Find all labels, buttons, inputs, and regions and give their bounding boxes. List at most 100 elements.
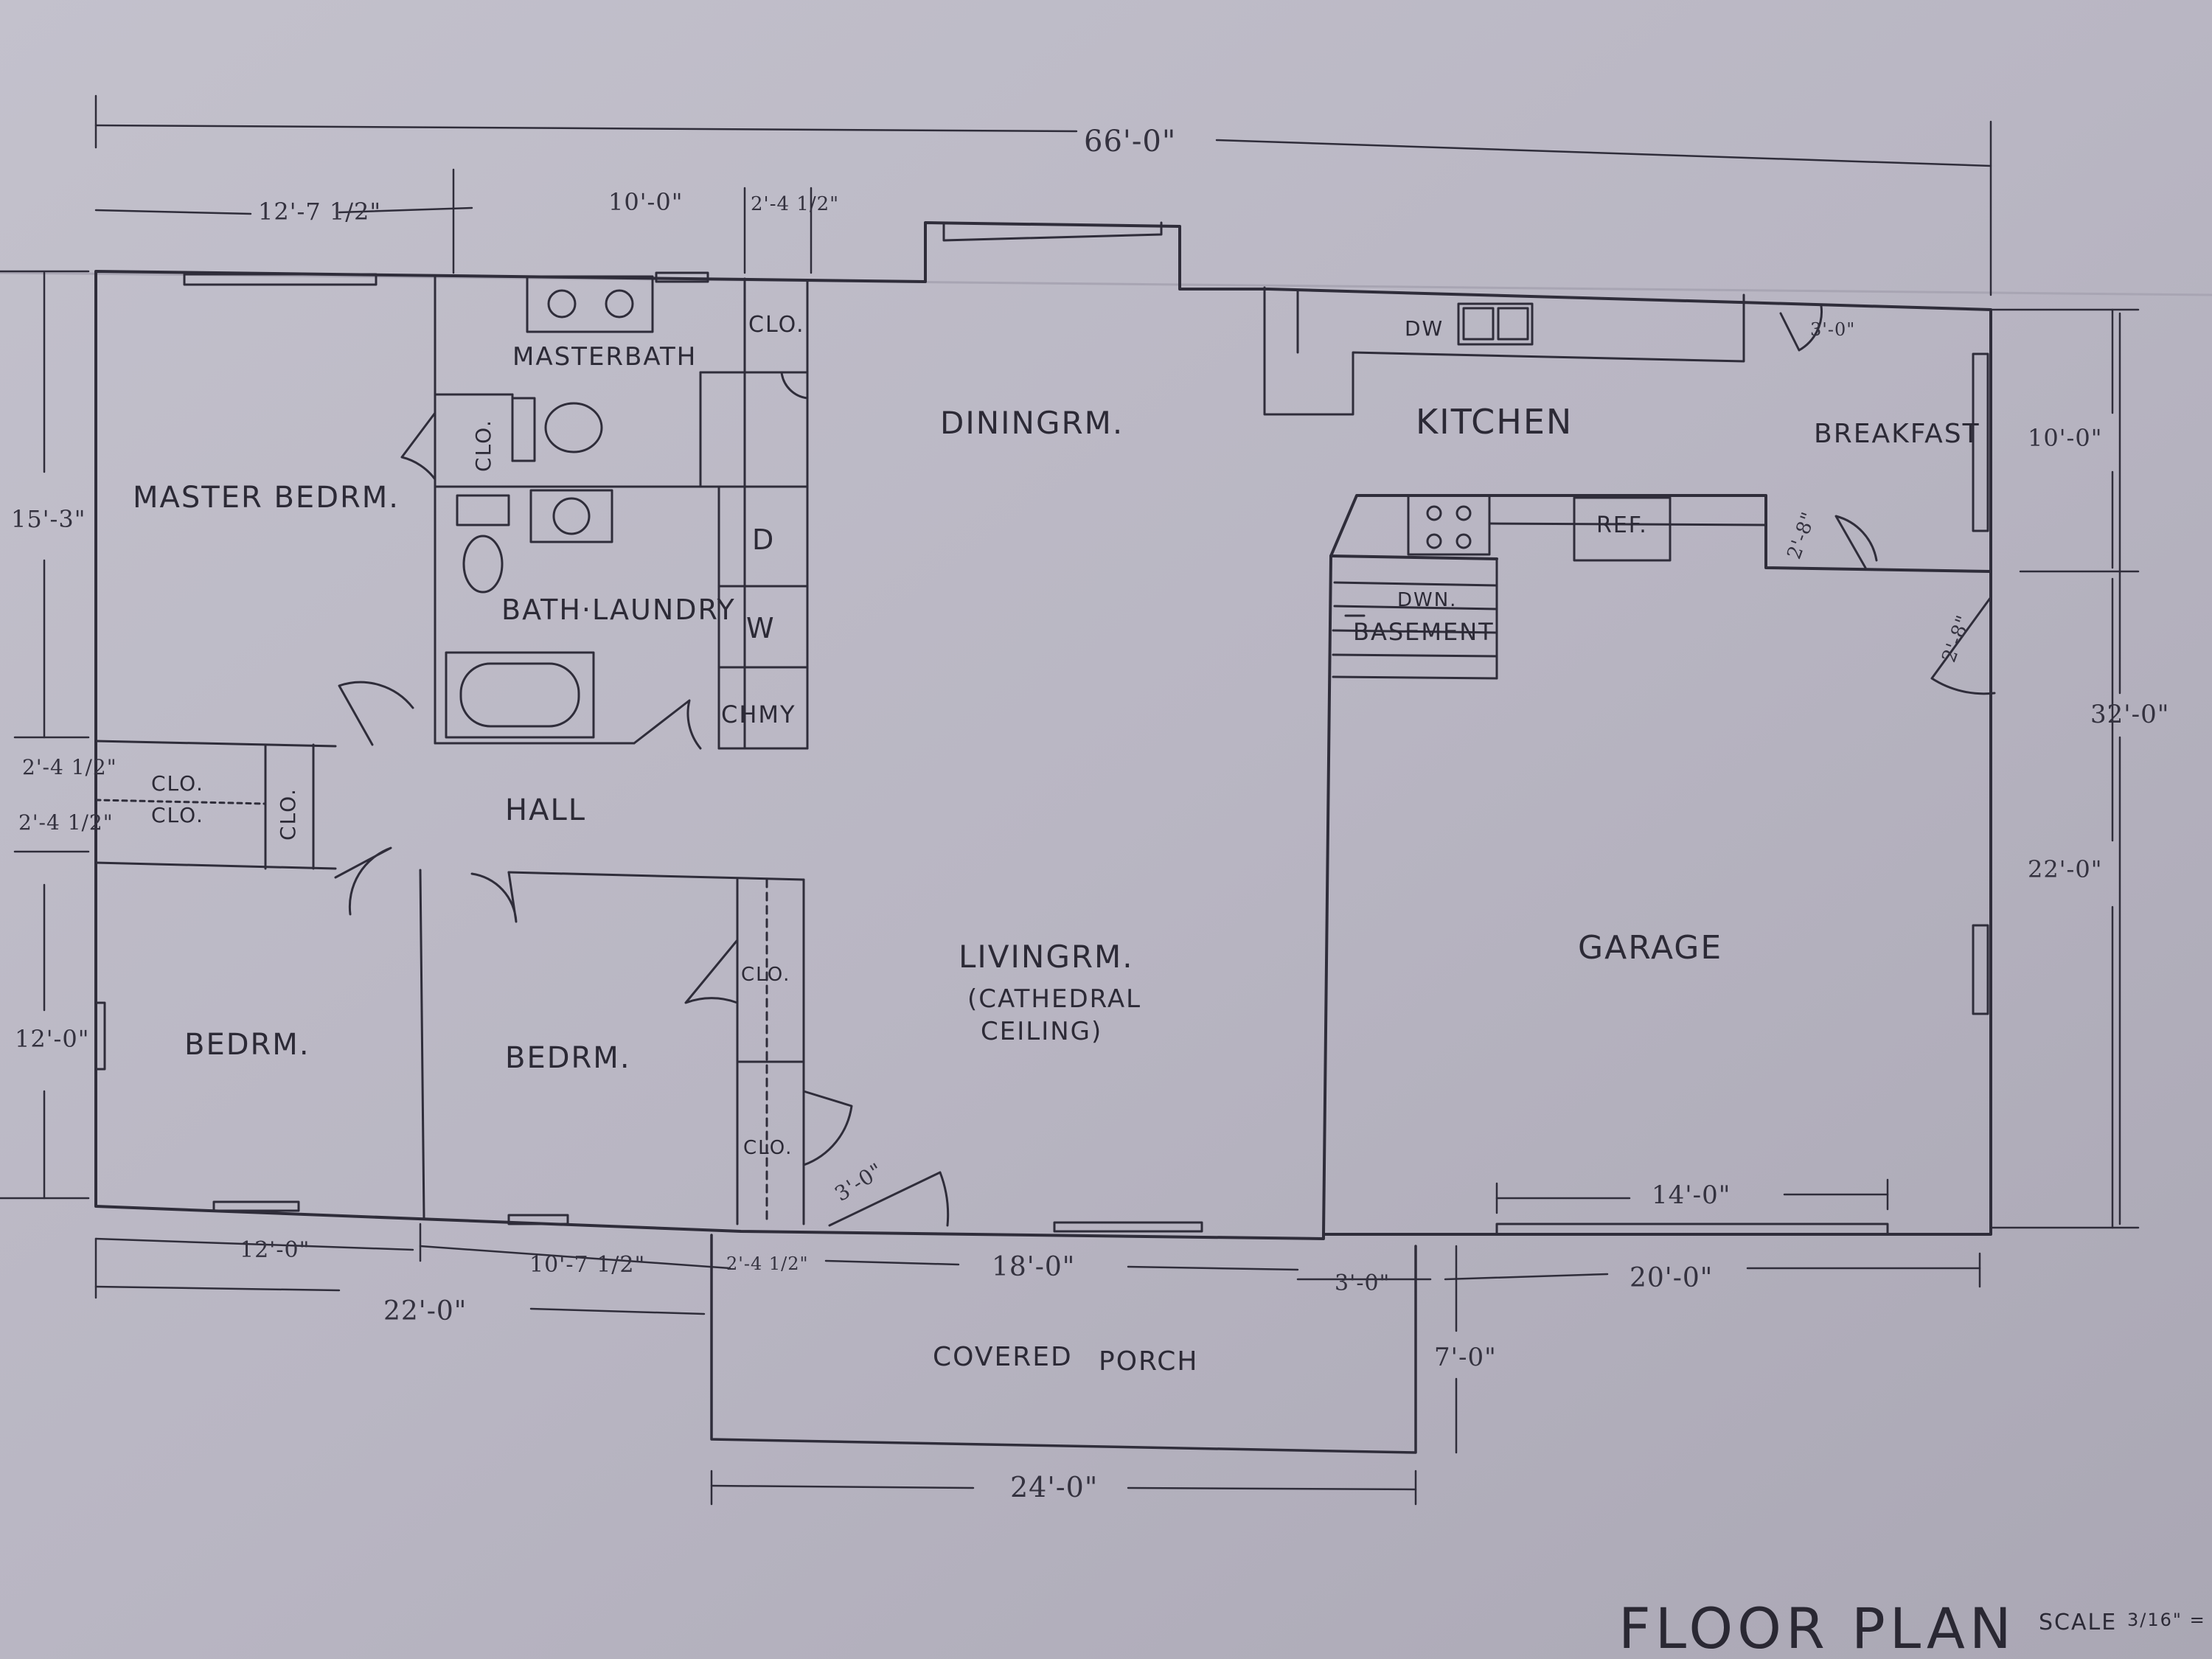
room-label-dining-room: DININGRM.: [940, 405, 1124, 441]
room-labels: MASTER BEDRM. MASTERBATH BATH·LAUNDRY DI…: [133, 342, 1980, 1377]
hall-closet-top: [94, 740, 337, 748]
kitchen-sink-right: [1497, 307, 1529, 341]
bedroom-2-window: [507, 1214, 569, 1225]
dim-bottom-bedroom-1: 12'-0": [240, 1237, 310, 1263]
dim-left-closet-1: 2'-4 1/2": [22, 755, 117, 779]
toilet-bowl: [544, 402, 603, 453]
room-label-covered-porch-1: COVERED: [933, 1342, 1073, 1372]
laundry-sink-bowl: [552, 497, 591, 535]
room-label-covered-porch-2: PORCH: [1099, 1346, 1198, 1377]
label-closet-hall-lower: CLO.: [151, 803, 204, 827]
counter-line: [1488, 522, 1767, 526]
doors: [334, 305, 1996, 1227]
dim-bottom-garage: 20'-0": [1630, 1263, 1713, 1293]
label-closet-hall-vertical: CLO.: [276, 787, 300, 841]
dim-bottom-living: 18'-0": [992, 1252, 1075, 1282]
dim-porch-width: 24'-0": [1010, 1471, 1098, 1503]
label-closet-living: CLO.: [743, 1137, 793, 1159]
room-label-hall: HALL: [505, 793, 586, 827]
kitchen-counter: [1263, 286, 1745, 416]
hall-closet-divider: [94, 799, 267, 805]
dim-left-closet-2: 2'-4 1/2": [18, 810, 114, 835]
room-label-living-note-1: (CATHEDRAL: [967, 984, 1141, 1014]
label-stairs-down: DWN.: [1397, 589, 1457, 611]
room-label-living-note-2: CEILING): [981, 1017, 1102, 1046]
stairs: [1332, 557, 1498, 680]
breakfast-window: [1972, 352, 1989, 532]
bath-window: [655, 271, 709, 283]
bedroom-2-door-swing: [470, 871, 518, 923]
room-label-garage: GARAGE: [1578, 929, 1722, 967]
master-closet-door-swing: [400, 411, 437, 481]
dim-left-master: 15'-3": [11, 505, 86, 533]
dim-door-breakfast: 3'-0": [1810, 319, 1855, 340]
laundry-door-swing: [633, 699, 702, 750]
garage-door: [1495, 1222, 1889, 1236]
hall-door-swing-1: [338, 681, 414, 746]
master-window: [183, 273, 378, 286]
dim-porch-depth: 7'-0": [1434, 1343, 1497, 1372]
hall-door-swing-2: [334, 846, 392, 916]
dim-top-master: 12'-7 1/2": [258, 198, 381, 226]
label-closet-hall-upper: CLO.: [151, 771, 204, 796]
dim-bottom-gap: 3'-0": [1335, 1270, 1390, 1296]
dim-right-total: 32'-0": [2090, 700, 2169, 729]
bedroom-2-north-wall: [507, 871, 805, 881]
room-label-master-bath: MASTERBATH: [512, 342, 697, 372]
covered-porch: [710, 1234, 1417, 1454]
bedroom-1-window: [212, 1200, 300, 1212]
scale-label: SCALE: [2039, 1610, 2117, 1635]
windows: [94, 271, 1989, 1236]
kitchen-garage-door-swing: [1834, 515, 1878, 569]
title-block: FLOOR PLAN SCALE 3/16" = 1': [1618, 1596, 2212, 1659]
dim-bottom-bedroom-2: 10'-7 1/2": [529, 1252, 645, 1278]
dim-left-bedroom: 12'-0": [15, 1025, 89, 1053]
stove: [1407, 494, 1491, 556]
dim-top-closet: 2'-4 1/2": [751, 193, 839, 215]
master-vanity: [526, 275, 654, 333]
kitchen-sink-left: [1462, 307, 1495, 341]
stair-top-wall: [1329, 554, 1498, 560]
bedroom-closet-door-swing: [684, 939, 739, 1004]
garage-side-door-swing: [1930, 596, 1996, 695]
sheet-title: FLOOR PLAN: [1618, 1596, 2016, 1659]
room-label-bedroom-2: BEDRM.: [505, 1041, 631, 1075]
exterior-walls: [94, 221, 1992, 1240]
dim-top-bath: 10'-0": [608, 188, 683, 216]
room-label-breakfast: BREAKFAST: [1814, 419, 1980, 449]
bathtub-inner: [459, 662, 580, 728]
toilet-2: [462, 535, 504, 594]
label-closet-master-bath: CLO.: [748, 312, 805, 338]
dim-garage-door: 14'-0": [1652, 1180, 1731, 1210]
label-dishwasher: DW: [1405, 316, 1444, 341]
room-label-master-bedroom: MASTER BEDRM.: [133, 481, 400, 515]
label-closet-bedroom: CLO.: [741, 964, 790, 986]
dimension-labels: 66'-0" 12'-7 1/2" 10'-0" 2'-4 1/2" 15'-3…: [11, 125, 2169, 1503]
dim-right-breakfast: 10'-0": [2028, 424, 2102, 452]
garage-side-window: [1972, 924, 1989, 1015]
label-washer: W: [746, 612, 776, 644]
garage-left-wall: [1322, 554, 1332, 1236]
hall-closet-bottom: [94, 861, 337, 870]
paper-fold-line: [0, 271, 2212, 296]
label-basement: BASEMENT: [1353, 618, 1495, 646]
kitchen-sink: [1457, 302, 1534, 346]
laundry-sink: [529, 489, 613, 543]
refrigerator-box: [1573, 496, 1672, 562]
dim-right-garage: 22'-0": [2028, 855, 2102, 883]
dimension-lines: [0, 94, 2140, 1506]
breakfast-door-swing: [1779, 305, 1823, 352]
interior-walls: [94, 275, 809, 1225]
bedroom-1-west-window: [94, 1001, 106, 1071]
dim-bottom-left-total: 22'-0": [383, 1296, 467, 1326]
fixture-labels: CLO. CLO. CLO. CLO. CLO. CLO. CLO. D W C…: [151, 312, 1646, 1159]
dim-overall-right: [1215, 139, 1992, 167]
bathtub: [445, 651, 595, 739]
living-closet-door-swing: [802, 1090, 853, 1166]
porch-outline: [710, 1234, 1417, 1454]
laundry-counter: [456, 494, 510, 526]
room-label-living-room: LIVINGRM.: [959, 939, 1134, 975]
